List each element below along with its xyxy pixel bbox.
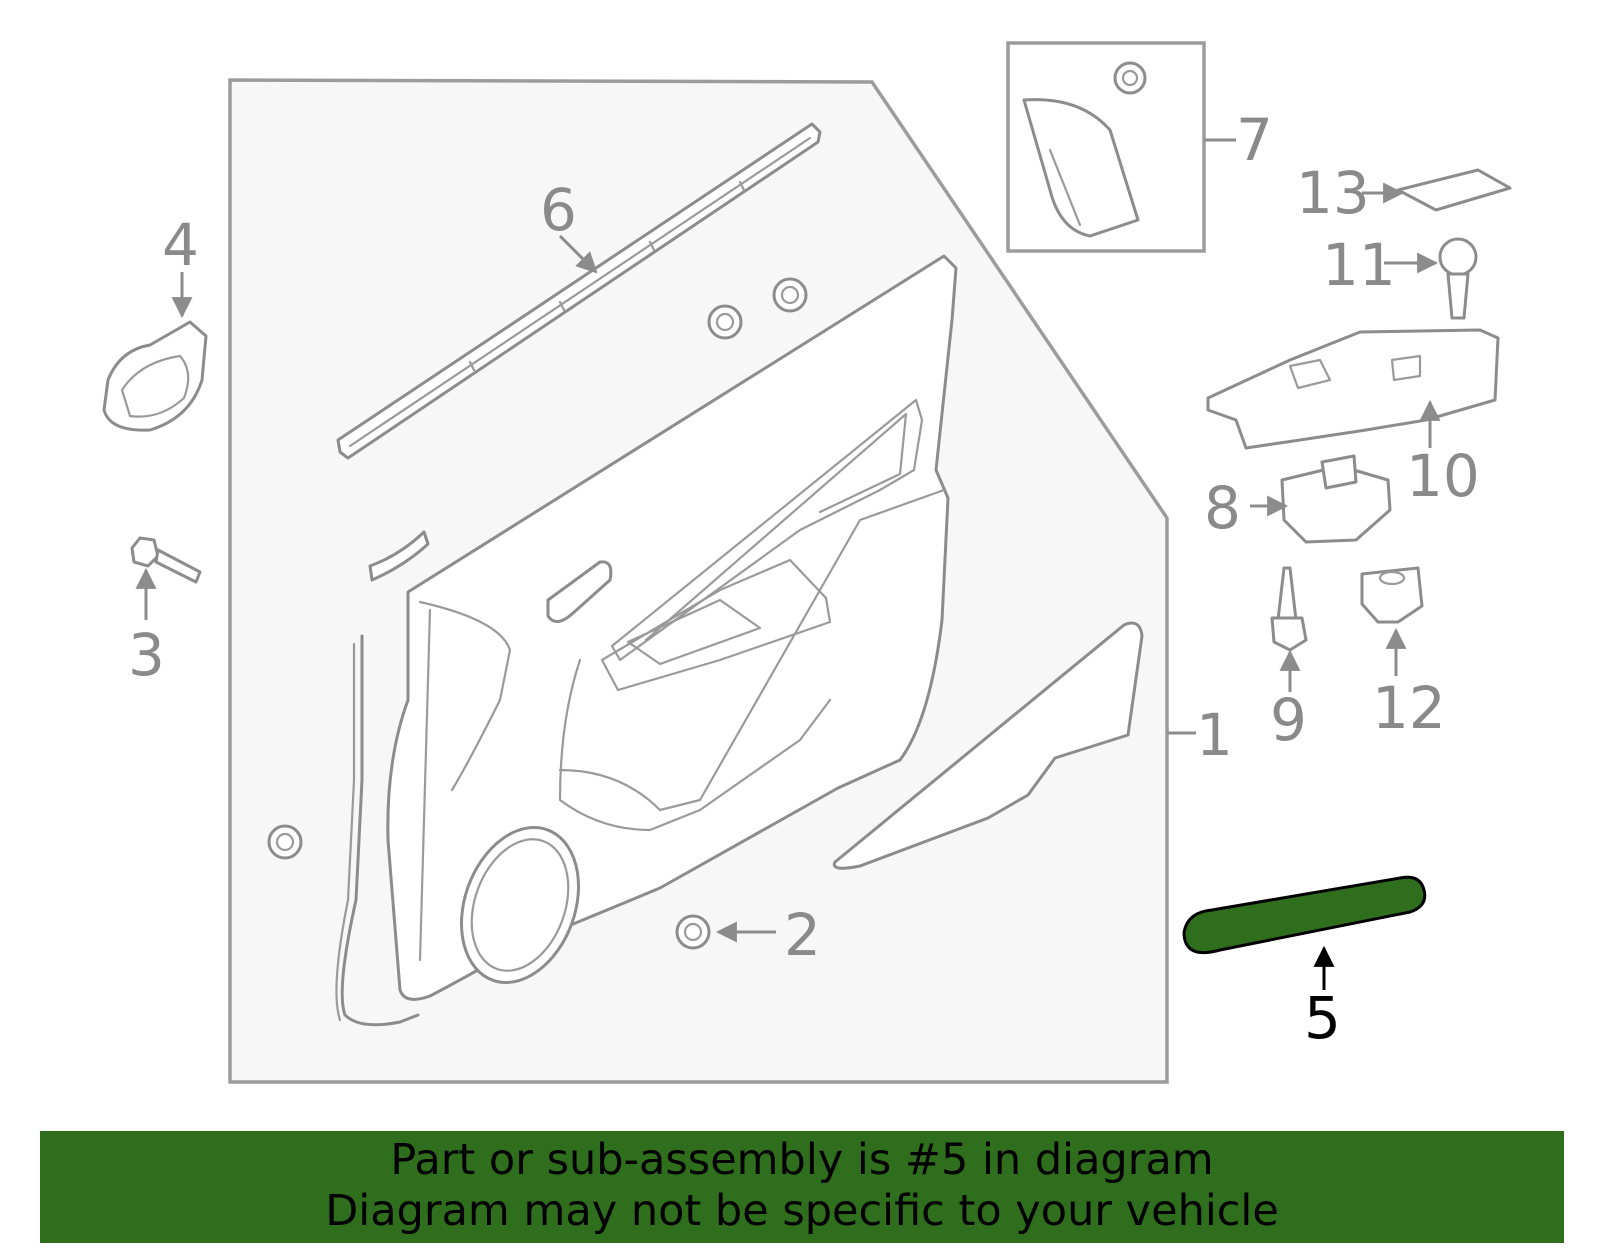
- upper-trim-strip: [368, 530, 430, 582]
- banner-line-disclaimer: Diagram may not be specific to your vehi…: [325, 1186, 1279, 1236]
- part-6-weatherstrip: [336, 122, 822, 460]
- vertical-seal-strip-inner: [335, 642, 356, 1022]
- leader-6: [558, 234, 598, 274]
- parts-diagram: 1 2 3 4 5 6 7 8 9 10 11 12 13: [102, 41, 1512, 1084]
- clip-fastener-3: [267, 824, 303, 860]
- part-3-screw: [130, 536, 202, 584]
- part-8-window-switch: [1280, 454, 1392, 544]
- callout-7: 7: [1236, 106, 1273, 174]
- banner-line-part: Part or sub-assembly is #5 in diagram: [390, 1135, 1214, 1185]
- highlight-info-banner: Part or sub-assembly is #5 in diagram Di…: [40, 1131, 1564, 1243]
- part-13-pad: [1396, 168, 1512, 212]
- callout-6: 6: [540, 176, 577, 244]
- part-10-switch-bezel: [1206, 328, 1500, 450]
- part-4-inside-handle: [102, 320, 208, 432]
- callout-5: 5: [1304, 984, 1341, 1052]
- callout-11: 11: [1322, 231, 1396, 299]
- callout-9: 9: [1270, 686, 1307, 754]
- part-11-screw: [1438, 237, 1478, 320]
- callout-12: 12: [1372, 674, 1446, 742]
- part-10-detail: [1288, 354, 1422, 390]
- clip-fastener-2-part: [675, 914, 711, 950]
- vertical-seal-strip: [340, 634, 420, 1027]
- door-trim-panel: [386, 254, 958, 1001]
- callout-13: 13: [1296, 159, 1370, 227]
- callout-8: 8: [1204, 474, 1241, 542]
- callout-2: 2: [784, 901, 821, 969]
- callout-10: 10: [1406, 442, 1480, 510]
- callout-1: 1: [1196, 701, 1233, 769]
- part-9-screw: [1270, 566, 1308, 652]
- part-5-highlighted: [1182, 875, 1427, 955]
- armrest-pad: [832, 621, 1144, 870]
- clip-fastener-1: [707, 304, 743, 340]
- clip-fastener-2: [772, 277, 808, 313]
- part-7-mirror-trim: [1022, 61, 1147, 238]
- callout-3: 3: [128, 621, 165, 689]
- callout-4: 4: [162, 211, 199, 279]
- part-12-switch: [1360, 566, 1424, 624]
